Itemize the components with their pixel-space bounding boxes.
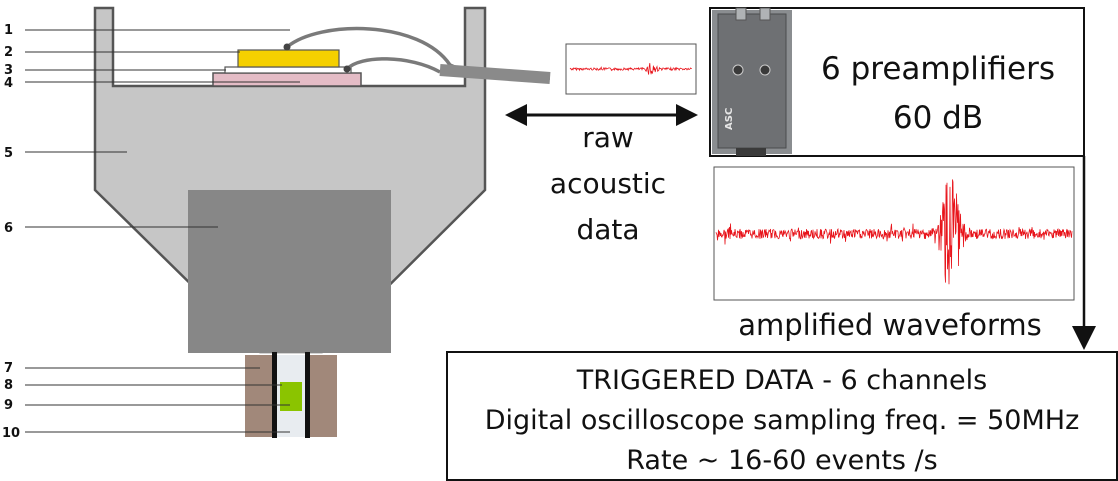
holder-wall-left — [272, 352, 277, 438]
raw-text-line1: raw — [582, 121, 634, 154]
triggered-text-line1: TRIGGERED DATA - 6 channels — [576, 365, 987, 396]
cable-lower — [345, 57, 441, 74]
part-number-6: 6 — [4, 221, 13, 236]
yellow-plate — [237, 49, 340, 68]
thin-plate — [224, 66, 352, 74]
part-number-3: 3 — [4, 63, 13, 78]
brown-holder-left — [245, 355, 275, 437]
triggered-data-box — [446, 351, 1118, 481]
device-brand-text: ASC — [724, 108, 735, 130]
brown-holder-right — [307, 355, 337, 437]
part-number-10: 10 — [2, 426, 20, 441]
raw-data-arrow-right-head — [676, 104, 698, 126]
part-number-7: 7 — [4, 361, 13, 376]
flow-arrow-head — [1072, 326, 1096, 350]
part-number-5: 5 — [4, 146, 13, 161]
raw-waveform — [569, 63, 692, 75]
part-number-1: 1 — [4, 23, 13, 38]
raw-text-line3: data — [576, 213, 639, 246]
cable-bundle — [439, 64, 551, 84]
holder-wall-right — [305, 352, 310, 438]
part-number-9: 9 — [4, 398, 13, 413]
inner-block — [188, 190, 391, 353]
amplified-waveform — [715, 179, 1073, 285]
triggered-text-line2: Digital oscilloscope sampling freq. = 50… — [485, 405, 1080, 436]
amplified-waveforms-caption: amplified waveforms — [738, 308, 1042, 342]
sensor-dot-1 — [283, 43, 291, 51]
sensor-dot-2 — [343, 65, 351, 73]
triggered-text-line3: Rate ~ 16-60 events /s — [626, 445, 937, 476]
pink-plate — [212, 72, 362, 87]
raw-data-arrow-left-head — [505, 104, 527, 126]
preamplifier-device-photo: ASC — [712, 7, 792, 156]
green-sample — [280, 382, 302, 411]
part-number-4: 4 — [4, 76, 13, 91]
part-number-2: 2 — [4, 45, 13, 60]
preamp-text-line2: 60 dB — [893, 100, 983, 136]
part-labels — [25, 29, 300, 433]
part-number-8: 8 — [4, 378, 13, 393]
preamp-text-line1: 6 preamplifiers — [821, 51, 1055, 87]
raw-text-line2: acoustic — [550, 167, 666, 200]
